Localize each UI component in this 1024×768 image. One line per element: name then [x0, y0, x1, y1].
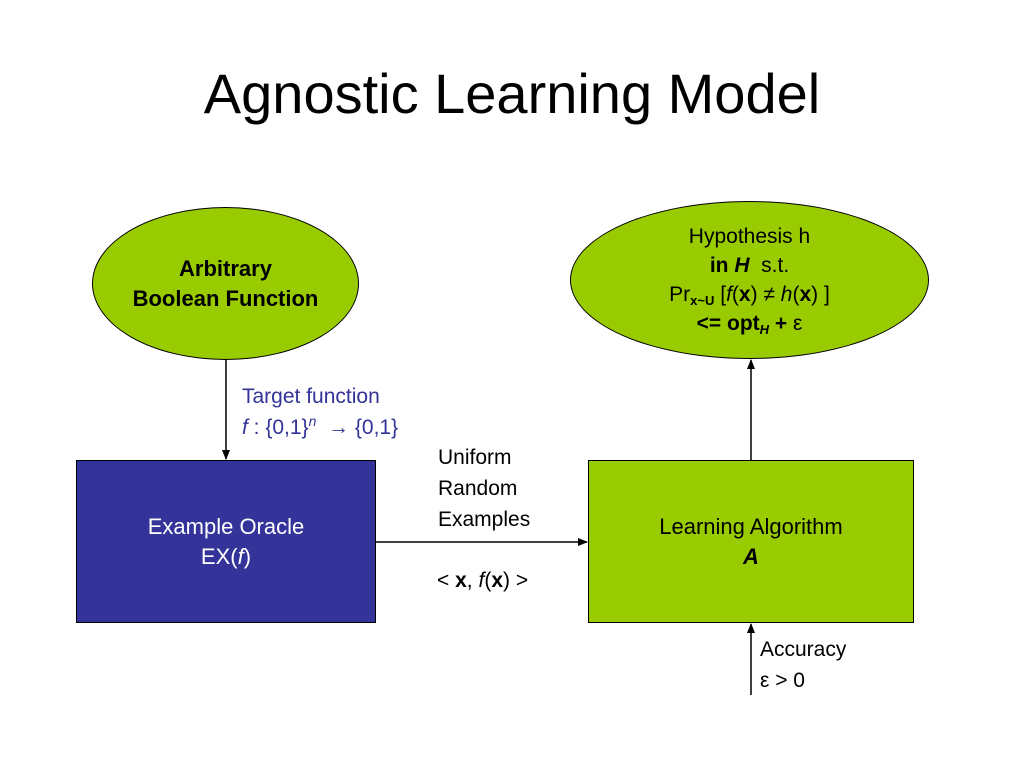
target-node-line2: Boolean Function [132, 285, 319, 311]
learner-line1: Learning Algorithm [659, 513, 843, 539]
oracle-line1: Example Oracle [147, 513, 305, 539]
oracle-line2: EX(f) [200, 543, 252, 569]
hypothesis-line1: Hypothesis h [688, 225, 811, 248]
hypothesis-line3: Prx~U [f(x) ≠ h(x) ] [669, 283, 830, 308]
examples-label: Uniform Random Examples [438, 442, 530, 535]
accuracy-label-line1: Accuracy [760, 638, 847, 661]
target-function-label: Target function f : {0,1}n → {0,1} [242, 381, 398, 443]
accuracy-label: Accuracy ε > 0 [760, 634, 846, 696]
example-oracle-box: Example Oracle EX(f) [76, 460, 376, 623]
examples-label-line2: Random [438, 477, 518, 500]
hypothesis-line4: <= optH + ε [696, 312, 803, 337]
target-label-line2: f : {0,1}n → {0,1} [242, 413, 399, 439]
target-function-node: Arbitrary Boolean Function [92, 207, 359, 360]
arrow-right-icon: → [316, 416, 355, 439]
learning-algorithm-box: Learning Algorithm A [588, 460, 914, 623]
examples-label-line1: Uniform [438, 446, 512, 469]
example-pair-label: < x, f(x) > [437, 569, 529, 592]
slide-title: Agnostic Learning Model [203, 62, 821, 125]
target-label-line1: Target function [242, 385, 380, 408]
target-node-line1: Arbitrary [179, 255, 272, 281]
examples-label-line3: Examples [438, 508, 531, 531]
hypothesis-line2: in H s.t. [709, 254, 790, 277]
accuracy-label-line2: ε > 0 [760, 669, 805, 692]
hypothesis-node: Hypothesis h in H s.t. Prx~U [f(x) ≠ h(x… [570, 201, 929, 359]
learner-line2: A [743, 543, 759, 569]
